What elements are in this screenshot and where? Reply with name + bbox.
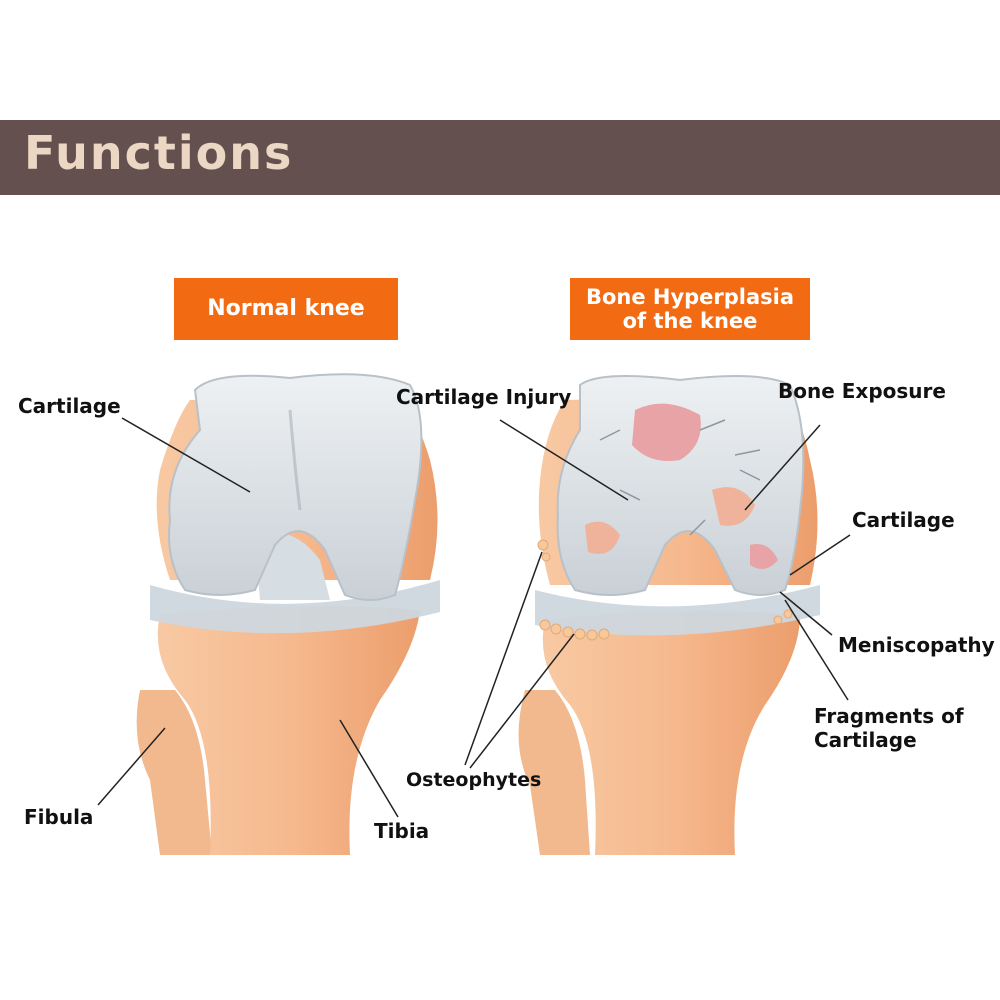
label-cartilage-left: Cartilage xyxy=(18,394,121,418)
label-cartilage-right: Cartilage xyxy=(852,508,955,532)
diseased-knee xyxy=(519,376,820,855)
label-meniscopathy: Meniscopathy xyxy=(838,633,995,657)
label-osteophytes: Osteophytes xyxy=(406,769,541,792)
label-cartilage-injury: Cartilage Injury xyxy=(396,385,571,409)
label-tibia: Tibia xyxy=(374,819,429,843)
label-fibula: Fibula xyxy=(24,805,93,829)
label-fragments: Fragments of Cartilage xyxy=(814,704,964,752)
label-bone-exposure: Bone Exposure xyxy=(778,379,946,403)
normal-knee xyxy=(137,374,440,855)
